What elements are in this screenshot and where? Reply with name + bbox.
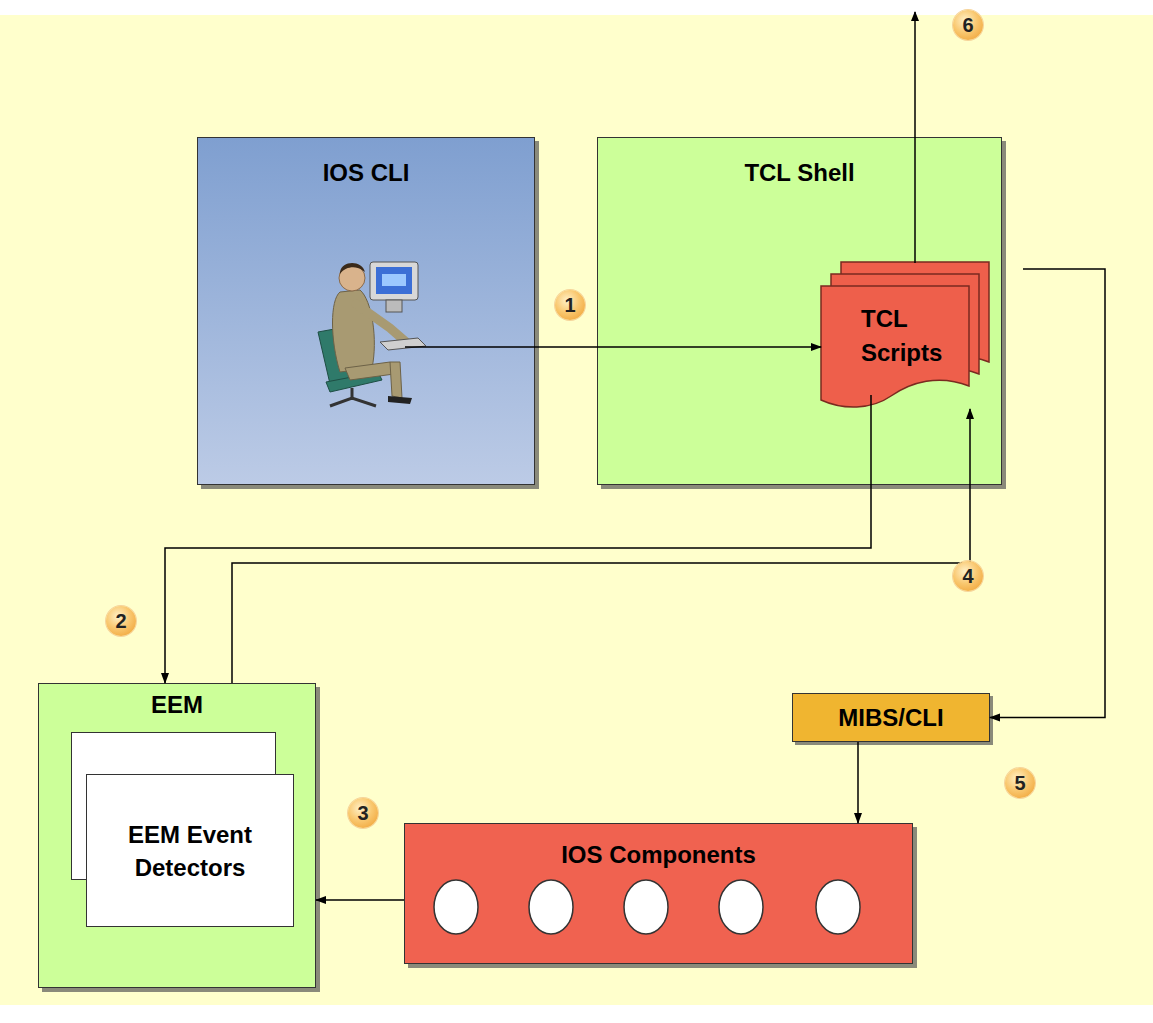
cli-panel: IOS CLI xyxy=(197,137,535,485)
callout-number: 3 xyxy=(348,798,378,828)
callout-number: 1 xyxy=(555,290,585,320)
node-title: IOS CLI xyxy=(198,158,534,188)
script-document: TCL Scripts xyxy=(821,286,1003,401)
eem-panel: EEM EEM Event Detectors xyxy=(38,683,316,988)
callout-number: 5 xyxy=(1005,768,1035,798)
node-title: EEM xyxy=(39,690,315,720)
operator-figure xyxy=(318,262,426,406)
node-title: MIBS/CLI xyxy=(838,703,943,733)
node-title: IOS Components xyxy=(405,840,912,870)
connector xyxy=(857,742,859,823)
mib-box: MIBS/CLI xyxy=(792,693,990,742)
node-title: TCL Scripts xyxy=(861,302,941,370)
shell-panel: TCL ShellTCL Scripts xyxy=(597,137,1002,485)
output-arrow xyxy=(914,12,916,263)
callout-number: 6 xyxy=(953,10,983,40)
detector-box: EEM Event Detectors xyxy=(86,774,294,927)
node-title: EEM Event Detectors xyxy=(117,818,263,884)
connector xyxy=(316,899,404,901)
connector xyxy=(232,409,970,683)
callout-number: 4 xyxy=(953,561,983,591)
connector xyxy=(990,269,1105,718)
component-circles xyxy=(434,880,860,934)
components-box: IOS Components xyxy=(404,823,913,964)
connector xyxy=(405,346,821,348)
node-title: TCL Shell xyxy=(598,158,1001,188)
callout-number: 2 xyxy=(106,606,136,636)
connector xyxy=(165,395,871,683)
